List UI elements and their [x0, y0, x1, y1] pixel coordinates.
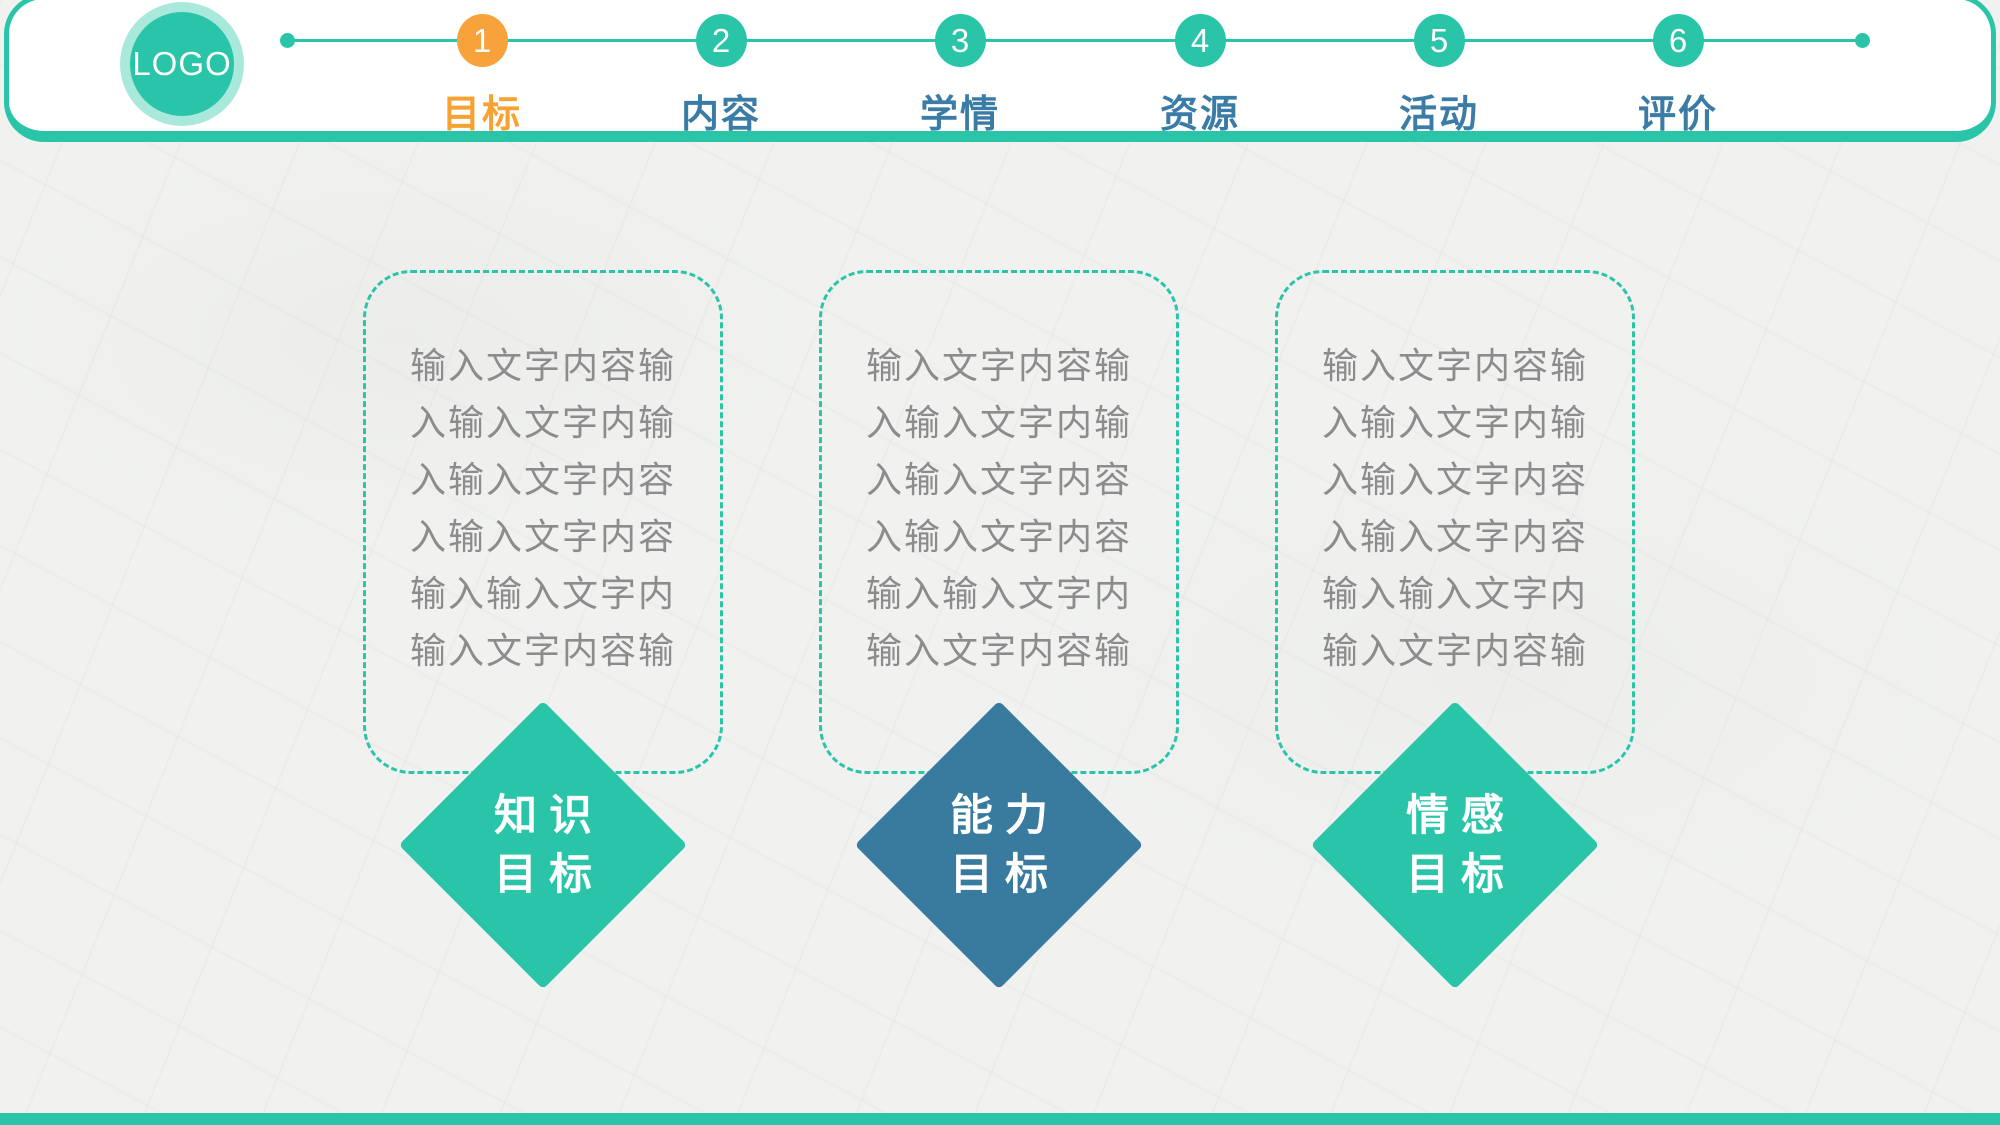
diamond-label-line2: 目标	[950, 851, 1060, 899]
timeline-start-dot-icon	[280, 33, 295, 48]
logo-text: LOGO	[132, 45, 232, 82]
nav-step-resources[interactable]: 4 资源	[1080, 0, 1320, 138]
step-number: 3	[950, 22, 970, 59]
step-label: 学情	[919, 94, 1000, 136]
card-emotion-goal: 输入文字内容输 入输入文字内输 入输入文字内容 入输入文字内容 输入输入文字内 …	[1275, 270, 1635, 774]
step-number-circle: 4	[1174, 14, 1226, 67]
card-ability-goal: 输入文字内容输 入输入文字内输 入输入文字内容 入输入文字内容 输入输入文字内 …	[819, 270, 1179, 774]
text-line: 入输入文字内容	[1321, 516, 1588, 557]
step-label: 内容	[680, 94, 761, 136]
diamond-label-line1: 情感	[1406, 792, 1516, 840]
text-line: 输入文字内容输	[865, 630, 1132, 671]
card-body-text: 输入文字内容输 入输入文字内输 入输入文字内容 入输入文字内容 输入输入文字内 …	[822, 337, 1176, 679]
step-number: 6	[1668, 22, 1688, 59]
step-label: 目标	[441, 94, 522, 136]
text-line: 入输入文字内容	[409, 459, 676, 500]
nav-step-activities[interactable]: 5 活动	[1319, 0, 1559, 138]
text-line: 输入输入文字内	[1321, 573, 1588, 614]
card-body-text: 输入文字内容输 入输入文字内输 入输入文字内容 入输入文字内容 输入输入文字内 …	[366, 337, 720, 679]
diamond-label-ability: 能力 目标	[849, 787, 1149, 905]
timeline-connector-line	[287, 39, 1862, 42]
diamond-label-knowledge: 知识 目标	[393, 787, 693, 905]
text-line: 输入文字内容输	[865, 345, 1132, 386]
step-number-circle: 6	[1652, 14, 1704, 67]
step-number: 4	[1190, 22, 1210, 59]
text-line: 入输入文字内输	[409, 402, 676, 443]
text-line: 输入文字内容输	[409, 345, 676, 386]
text-line: 入输入文字内容	[865, 459, 1132, 500]
card-knowledge-goal: 输入文字内容输 入输入文字内输 入输入文字内容 入输入文字内容 输入输入文字内 …	[363, 270, 723, 774]
diamond-label-line2: 目标	[1406, 851, 1516, 899]
step-number-circle: 1	[456, 14, 508, 67]
step-number-circle: 2	[695, 14, 747, 67]
nav-step-goal[interactable]: 1 目标	[362, 0, 602, 138]
timeline-end-dot-icon	[1855, 33, 1870, 48]
logo-circle: LOGO	[130, 12, 234, 116]
nav-step-learners[interactable]: 3 学情	[840, 0, 1080, 138]
text-line: 入输入文字内容	[865, 516, 1132, 557]
step-label: 资源	[1159, 94, 1240, 136]
text-line: 入输入文字内输	[1321, 402, 1588, 443]
step-label: 活动	[1398, 94, 1479, 136]
step-number-circle: 3	[934, 14, 986, 67]
footer-accent-bar	[0, 1113, 2000, 1125]
text-line: 输入文字内容输	[1321, 345, 1588, 386]
step-label: 评价	[1637, 94, 1718, 136]
text-line: 输入文字内容输	[1321, 630, 1588, 671]
diamond-label-line1: 能力	[950, 792, 1060, 840]
text-line: 入输入文字内容	[1321, 459, 1588, 500]
step-number: 5	[1429, 22, 1449, 59]
text-line: 输入输入文字内	[409, 573, 676, 614]
step-number-circle: 5	[1413, 14, 1465, 67]
text-line: 入输入文字内容	[409, 516, 676, 557]
card-body-text: 输入文字内容输 入输入文字内输 入输入文字内容 入输入文字内容 输入输入文字内 …	[1278, 337, 1632, 679]
logo-badge: LOGO	[120, 2, 244, 126]
text-line: 输入文字内容输	[409, 630, 676, 671]
step-number: 2	[711, 22, 731, 59]
step-number: 1	[472, 22, 492, 59]
text-line: 输入输入文字内	[865, 573, 1132, 614]
text-line: 入输入文字内输	[865, 402, 1132, 443]
diamond-label-line2: 目标	[494, 851, 604, 899]
nav-step-content[interactable]: 2 内容	[601, 0, 841, 138]
diamond-label-line1: 知识	[494, 792, 604, 840]
nav-step-evaluation[interactable]: 6 评价	[1558, 0, 1798, 138]
diamond-label-emotion: 情感 目标	[1305, 787, 1605, 905]
